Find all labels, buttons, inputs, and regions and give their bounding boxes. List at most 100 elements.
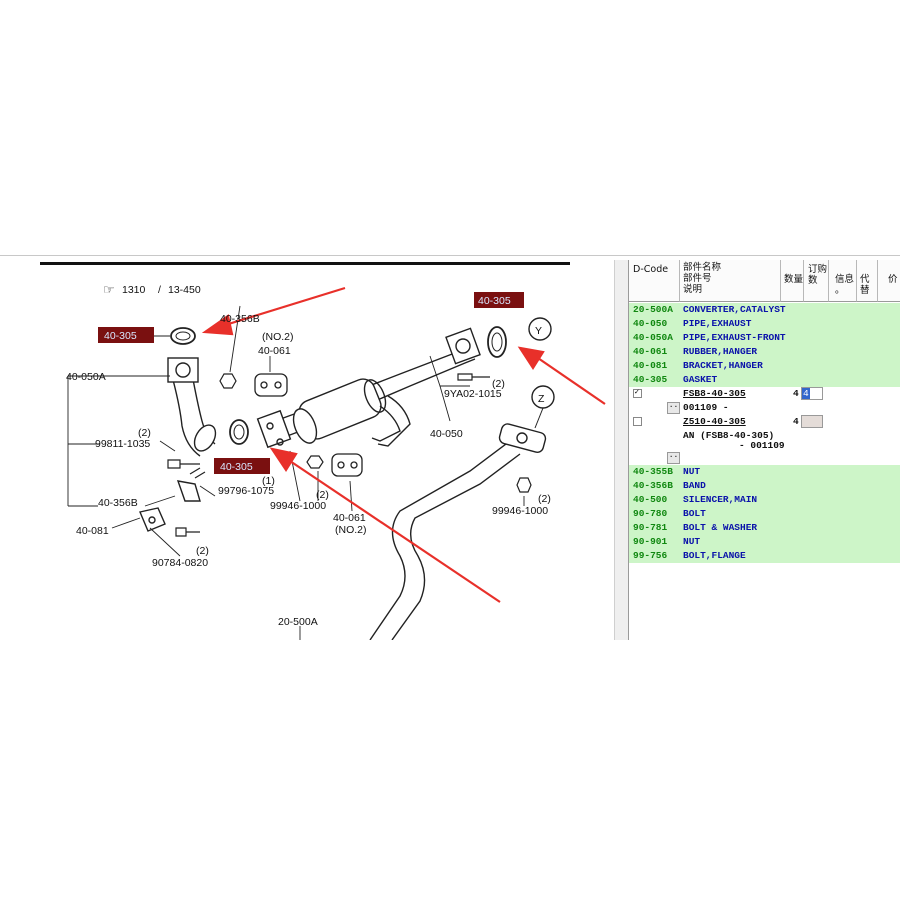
label-bolt3-qty: (2) [196, 545, 209, 557]
row-dcode: 90-780 [633, 508, 668, 519]
reference-label: 1310 [122, 284, 146, 296]
highlight-tag-gasket-b[interactable]: 40-305 [214, 458, 270, 474]
table-row[interactable]: 90-780 BOLT [629, 507, 900, 521]
table-row[interactable]: 40-061 RUBBER,HANGER [629, 345, 900, 359]
header-name-line2: 部件号 [683, 273, 712, 284]
column-header-info[interactable]: 信息 。 [829, 260, 857, 302]
reference-callout[interactable]: ☞ 1310 / 13-450 [103, 282, 201, 297]
header-sub-line2: 替 [860, 285, 870, 296]
label-hanger2-no: (NO.2) [335, 524, 367, 536]
connection-marker-z[interactable]: Z [531, 385, 555, 429]
gasket-ring-a[interactable] [170, 327, 196, 345]
details-button[interactable]: .. [667, 452, 680, 464]
part-checkbox[interactable] [633, 417, 642, 426]
rubber-hanger-no2-lower[interactable] [331, 453, 363, 477]
front-pipe-40-050A[interactable] [139, 357, 220, 532]
table-row[interactable]: 40-356B BAND [629, 479, 900, 493]
row-name: PIPE,EXHAUST-FRONT [683, 332, 786, 343]
row-dcode: 40-050 [633, 318, 668, 329]
part-checkbox-checked[interactable]: ✓ [633, 389, 642, 398]
label-bolt1[interactable]: 99811-1035 [95, 438, 150, 450]
details-button[interactable]: .. [667, 402, 680, 414]
order-qty-input[interactable]: 4 [801, 387, 823, 400]
row-dcode: 20-500A [633, 304, 673, 315]
row-dcode: 90-901 [633, 536, 668, 547]
row-dcode: 40-061 [633, 346, 668, 357]
row-name: BOLT,FLANGE [683, 550, 746, 561]
row-dcode: 40-500 [633, 494, 668, 505]
label-converter[interactable]: 20-500A [278, 616, 318, 628]
table-row[interactable]: 40-081 BRACKET,HANGER [629, 359, 900, 373]
exhaust-pipe-40-050[interactable] [256, 327, 481, 449]
highlight-tag-gasket-c[interactable]: 40-305 [474, 292, 524, 308]
row-dcode: 40-050A [633, 332, 673, 343]
table-row[interactable]: 20-500A CONVERTER,CATALYST [629, 303, 900, 317]
order-qty-input[interactable] [801, 415, 823, 428]
rubber-hanger-no2-upper[interactable] [254, 373, 288, 397]
row-name: BOLT & WASHER [683, 522, 758, 533]
marker-y-label: Y [535, 325, 542, 337]
column-header-part-name[interactable]: 部件名称 部件号 说明 [680, 260, 781, 302]
row-name: SILENCER,MAIN [683, 494, 758, 505]
gasket-ring-c[interactable] [487, 326, 507, 358]
label-bracket[interactable]: 40-081 [76, 525, 109, 537]
label-bolt2[interactable]: 99796-1075 [218, 485, 274, 497]
header-sub-line1: 代 [860, 274, 870, 285]
marker-z-label: Z [538, 393, 545, 405]
label-qty1: (1) [262, 475, 275, 487]
label-nut-top[interactable]: 40-356B [220, 313, 260, 325]
red-arrows [201, 286, 606, 603]
table-row[interactable]: 90-781 BOLT & WASHER [629, 521, 900, 535]
label-hanger2[interactable]: 40-061 [333, 512, 366, 524]
column-header-price[interactable]: 价 [878, 260, 900, 302]
row-name: RUBBER,HANGER [683, 346, 758, 357]
table-row[interactable]: 40-500 SILENCER,MAIN [629, 493, 900, 507]
row-name: CONVERTER,CATALYST [683, 304, 786, 315]
label-nut1[interactable]: 99946-1000 [270, 500, 326, 512]
part-number[interactable]: Z510-40-305 [683, 416, 746, 427]
part-date-range: - 001109 [739, 440, 785, 451]
label-band[interactable]: 40-356B [98, 497, 138, 509]
connection-marker-y[interactable]: Y [528, 317, 552, 341]
column-header-qty[interactable]: 数量 [781, 260, 804, 302]
label-bolt1-qty: (2) [138, 427, 151, 439]
table-row[interactable]: 40-050 PIPE,EXHAUST [629, 317, 900, 331]
label-pipe[interactable]: 40-050 [430, 428, 463, 440]
column-header-substitute[interactable]: 代 替 [857, 260, 878, 302]
tail-pipe [369, 423, 547, 640]
tag-b-text: 40-305 [220, 461, 253, 473]
row-dcode: 40-356B [633, 480, 673, 491]
table-row-selected[interactable]: 40-305 GASKET [629, 373, 900, 387]
label-nut2-qty: (2) [538, 493, 551, 505]
table-row[interactable]: 90-901 NUT [629, 535, 900, 549]
row-name: BRACKET,HANGER [683, 360, 763, 371]
label-hanger1-no: (NO.2) [262, 331, 294, 343]
part-number[interactable]: FSB8-40-305 [683, 388, 746, 399]
label-nut1-qty: (2) [316, 489, 329, 501]
row-dcode: 40-081 [633, 360, 668, 371]
label-bolt3[interactable]: 90784-0820 [152, 557, 208, 569]
parts-list-panel: D-Code 部件名称 部件号 说明 数量 订购 数 信息 。 代 替 价 20… [628, 260, 900, 640]
column-header-order[interactable]: 订购 数 [804, 260, 829, 302]
label-nut2[interactable]: 99946-1000 [492, 505, 548, 517]
row-dcode: 99-756 [633, 550, 668, 561]
table-row[interactable]: 40-355B NUT [629, 465, 900, 479]
part-date-range: 001109 - [683, 402, 729, 413]
table-row[interactable]: 40-050A PIPE,EXHAUST-FRONT [629, 331, 900, 345]
highlight-tag-gasket-a[interactable]: 40-305 [98, 327, 154, 343]
gasket-ring-b[interactable] [229, 419, 249, 445]
part-qty: 4 [793, 388, 799, 399]
row-name: PIPE,EXHAUST [683, 318, 752, 329]
label-hanger1[interactable]: 40-061 [258, 345, 291, 357]
label-bolt4-qty: (2) [492, 378, 505, 390]
row-name: NUT [683, 536, 701, 547]
diagram-top-rule [40, 262, 570, 265]
part-note: AN (FSB8-40-305) [683, 430, 775, 441]
table-row[interactable]: 99-756 BOLT,FLANGE [629, 549, 900, 563]
column-header-dcode[interactable]: D-Code [629, 260, 680, 302]
label-bolt4[interactable]: 9YA02-1015 [444, 388, 502, 400]
label-front-pipe[interactable]: 40-050A [66, 371, 106, 383]
order-qty-value: 4 [802, 388, 810, 399]
header-info-line1: 信息 [835, 274, 855, 285]
tag-a-text: 40-305 [104, 330, 137, 342]
